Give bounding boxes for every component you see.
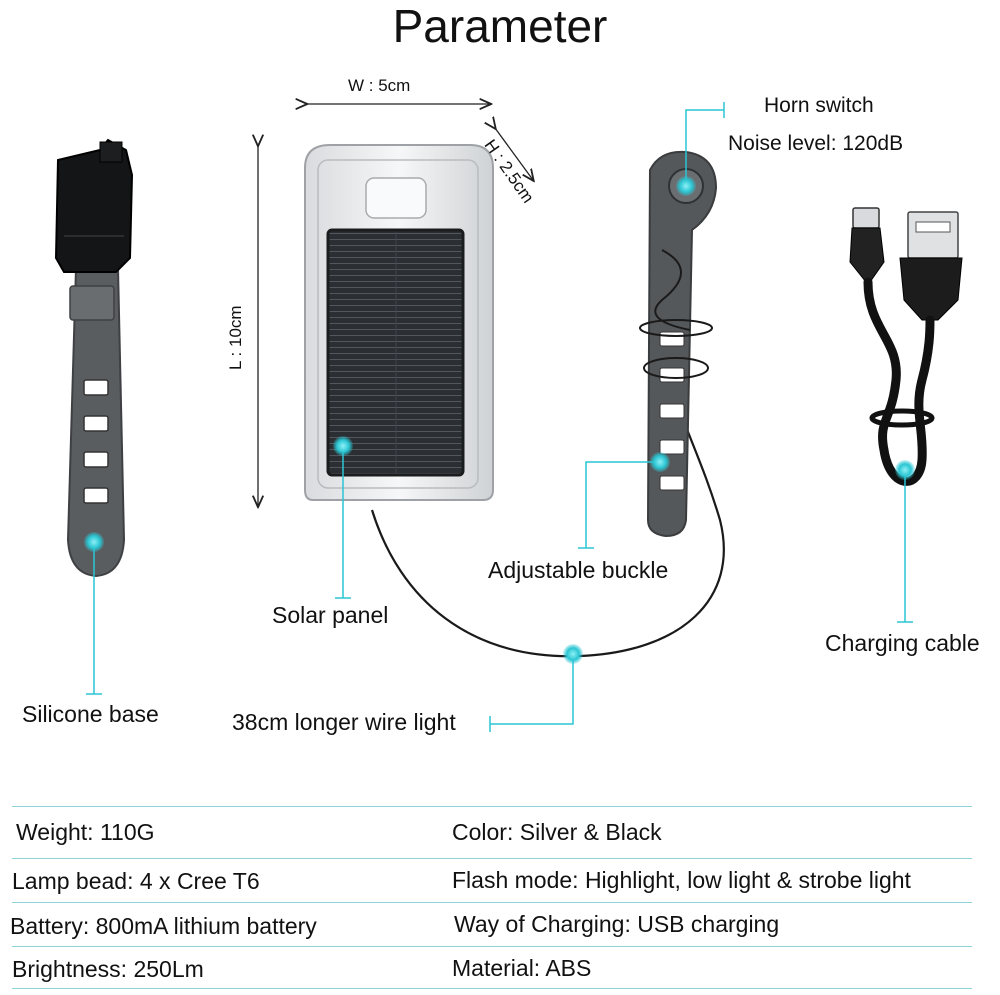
height-dimension-arrow [495, 128, 533, 180]
spec-rule [12, 858, 972, 859]
silicone-base-label: Silicone base [22, 701, 159, 727]
lamp-body [304, 144, 494, 501]
horn-switch-dot [676, 176, 696, 196]
adjustable-buckle-label: Adjustable buckle [488, 557, 669, 583]
silicone-base-dot [84, 532, 104, 552]
horn-switch-label: Horn switch [764, 94, 874, 117]
wire-light-dot [563, 644, 583, 664]
spec-battery: Battery: 800mA lithium battery [10, 913, 317, 939]
horn-switch-strap [639, 150, 718, 538]
wire-cable [370, 399, 725, 658]
noise-level-label: Noise level: 120dB [728, 132, 904, 155]
width-label: W : 5cm [348, 76, 411, 95]
page-title: Parameter [392, 0, 608, 52]
charging-cable [849, 207, 963, 486]
adjustable-buckle-dot [650, 452, 670, 472]
spec-charging: Way of Charging: USB charging [454, 911, 780, 937]
product-illustration [54, 0, 963, 732]
spec-brightness: Brightness: 250Lm [12, 956, 204, 982]
spec-rule [12, 806, 972, 807]
charging-cable-label: Charging cable [825, 630, 980, 656]
spec-material: Material: ABS [452, 955, 592, 981]
spec-rule [12, 946, 972, 947]
spec-flash-mode: Flash mode: Highlight, low light & strob… [452, 867, 911, 893]
solar-panel-label: Solar panel [272, 602, 389, 628]
solar-panel-dot [333, 436, 353, 456]
wire-light-label: 38cm longer wire light [232, 709, 456, 735]
solar-panel [326, 228, 465, 477]
spec-rule [12, 902, 972, 903]
length-label: L : 10cm [226, 305, 245, 370]
charging-cable-dot [895, 460, 915, 480]
spec-color: Color: Silver & Black [452, 819, 662, 845]
spec-rule [12, 988, 972, 989]
silicone-base-strap [54, 138, 134, 578]
callout-lines [86, 102, 913, 732]
spec-lamp-bead: Lamp bead: 4 x Cree T6 [12, 868, 260, 894]
spec-weight: Weight: 110G [16, 819, 155, 845]
